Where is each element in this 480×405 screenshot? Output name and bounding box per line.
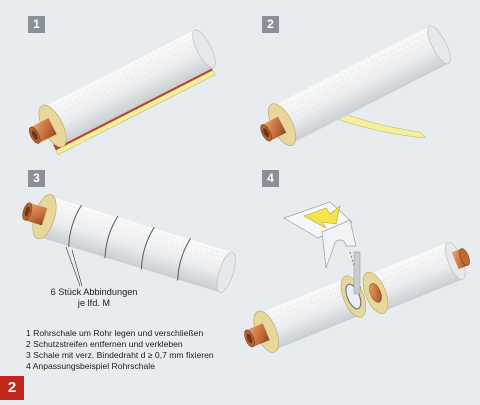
annotation-leader	[65, 246, 83, 287]
binding-wire	[68, 204, 191, 281]
step-4-illustration	[244, 201, 470, 353]
legend: 1 Rohrschale um Rohr legen und verschlie…	[26, 328, 214, 372]
step-3-illustration	[22, 194, 236, 293]
step-4-badge: 4	[262, 170, 279, 187]
legend-item-3: 3 Schale mit verz. Bindedraht d ≥ 0,7 mm…	[26, 350, 214, 360]
step-1-illustration	[29, 29, 216, 155]
binding-annotation: 6 Stück Abbindungen je lfd. M	[34, 287, 154, 309]
figure-number-badge: 2	[0, 376, 24, 400]
step-3-badge: 3	[28, 170, 45, 187]
copper-pipe	[459, 248, 470, 266]
legend-item-1: 1 Rohrschale um Rohr legen und verschlie…	[26, 328, 204, 338]
cut-template-icon	[283, 201, 365, 301]
step-2-badge: 2	[262, 16, 279, 33]
step-1-badge: 1	[28, 16, 45, 33]
pipe-bracket	[345, 283, 362, 310]
legend-item-2: 2 Schutzstreifen entfernen und verkleben	[26, 339, 183, 349]
binding-annotation-line-2: je lfd. M	[77, 298, 111, 308]
step-2-illustration	[260, 25, 451, 146]
binding-annotation-line-1: 6 Stück Abbindungen	[50, 287, 138, 297]
legend-item-4: 4 Anpassungsbeispiel Rohrschale	[26, 361, 155, 371]
